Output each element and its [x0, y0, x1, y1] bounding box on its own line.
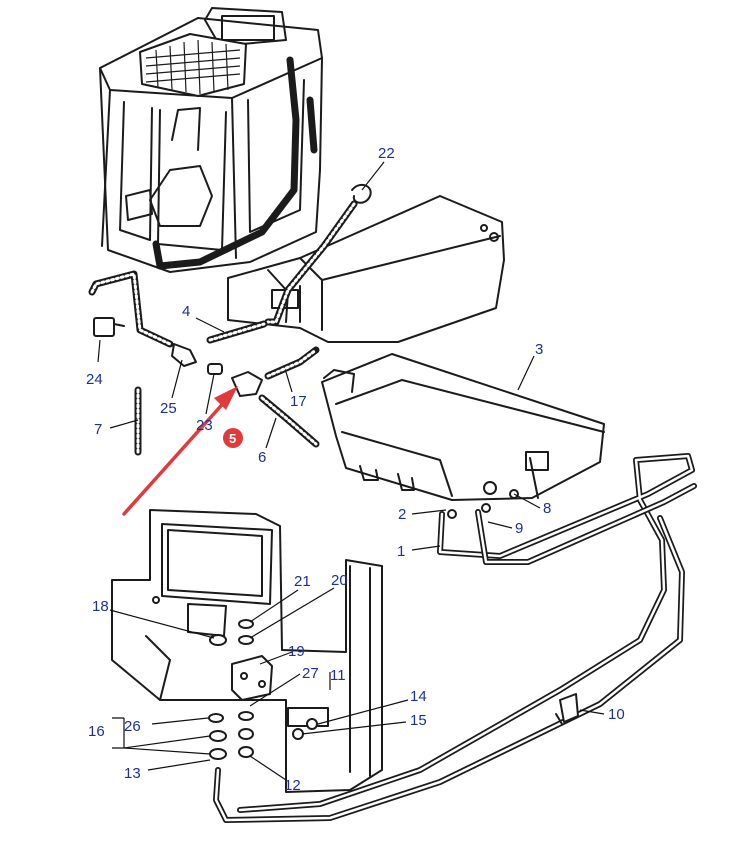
callout-11: 11 [330, 667, 346, 684]
callout-8: 8 [543, 500, 551, 517]
hose-routing-upper [88, 183, 372, 456]
callout-18: 18 [92, 598, 109, 615]
callout-26: 26 [124, 718, 141, 735]
callout-25: 25 [160, 400, 177, 417]
callout-2: 2 [398, 506, 406, 523]
callout-17: 17 [290, 393, 307, 410]
washer-reservoir [321, 353, 605, 501]
callout-9: 9 [515, 520, 523, 537]
callout-3: 3 [535, 341, 543, 358]
rear-panel [111, 509, 383, 793]
callout-6: 6 [258, 449, 266, 466]
callout-labels: 22 3 4 24 25 23 17 7 6 5 2 8 9 1 18 21 2… [86, 145, 625, 794]
callout-5-badge [223, 428, 243, 448]
callout-10: 10 [608, 706, 625, 723]
callout-15: 15 [410, 712, 427, 729]
callout-14: 14 [410, 688, 427, 705]
pipe-run-lower [213, 453, 697, 823]
callout-5: 5 [229, 431, 236, 446]
callout-16: 16 [88, 723, 105, 740]
callout-24: 24 [86, 371, 103, 388]
callout-13: 13 [124, 765, 141, 782]
callout-23: 23 [196, 417, 213, 434]
callout-7: 7 [94, 421, 102, 438]
callout-22: 22 [378, 145, 395, 162]
callout-12: 12 [284, 777, 301, 794]
highlight-arrow [122, 386, 238, 516]
callout-27: 27 [302, 665, 319, 682]
callout-20: 20 [331, 572, 348, 589]
tractor-cab [99, 7, 323, 273]
callout-1: 1 [397, 543, 405, 560]
callout-4: 4 [182, 303, 190, 320]
callout-19: 19 [288, 643, 305, 660]
callout-21: 21 [294, 573, 311, 590]
leader-lines [97, 161, 605, 781]
